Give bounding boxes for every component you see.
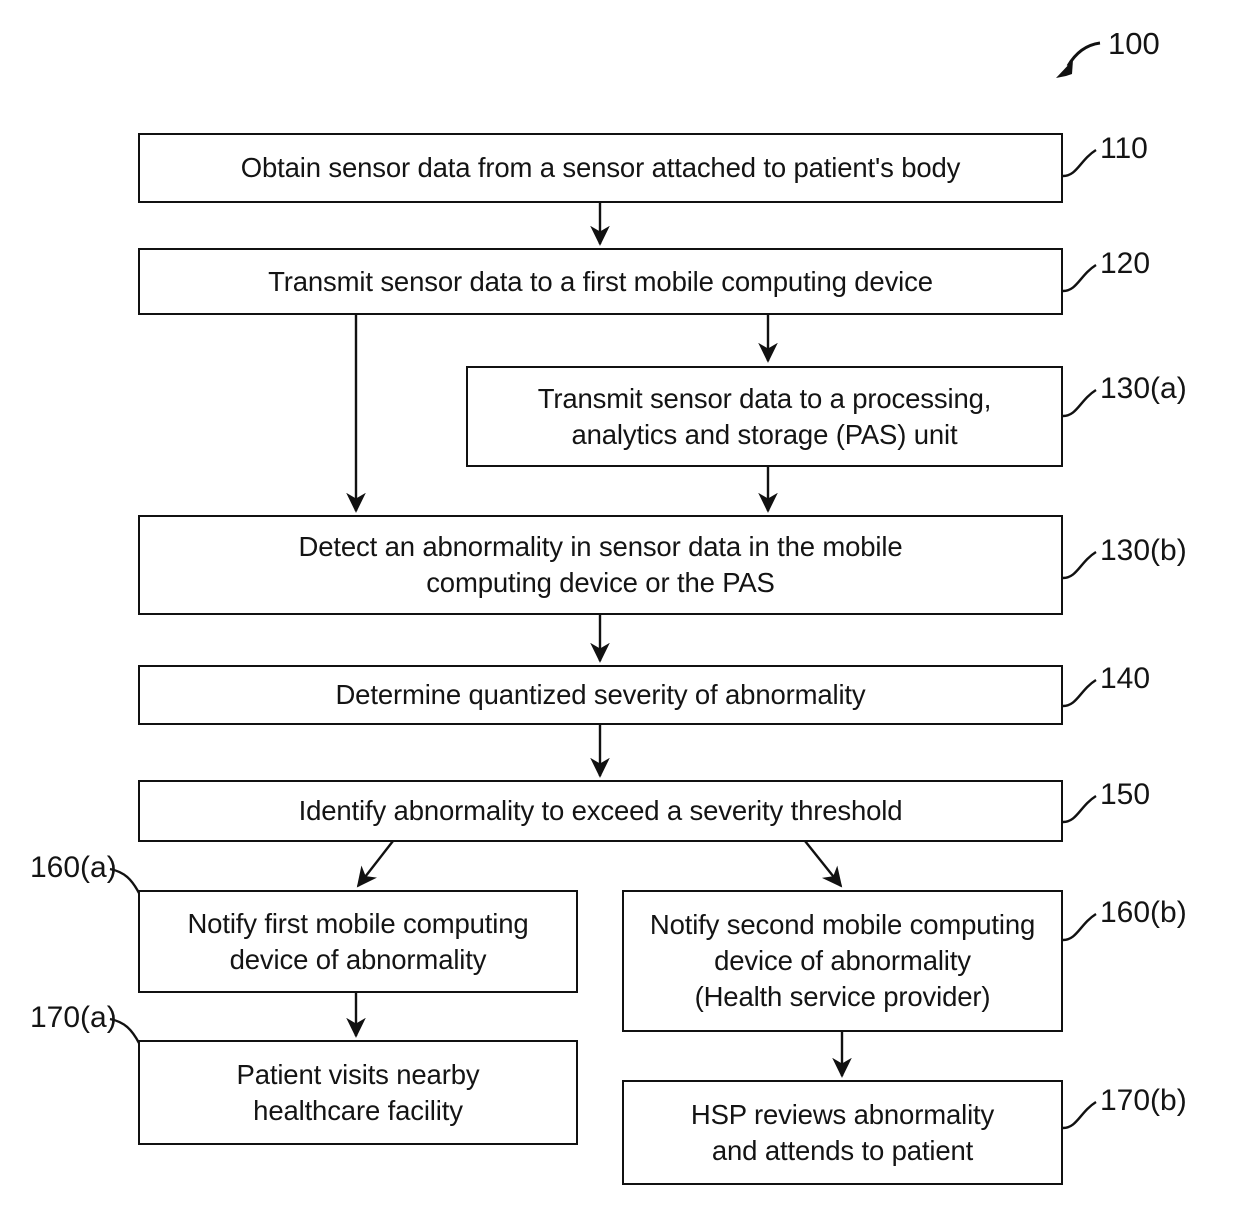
leader-line-130a bbox=[1062, 388, 1097, 418]
leader-line-140 bbox=[1062, 678, 1097, 708]
node-notify-second-device-text: Notify second mobile computing device of… bbox=[649, 909, 1036, 1012]
node-determine-severity-text: Determine quantized severity of abnormal… bbox=[335, 679, 866, 711]
figure-number-arrow-icon bbox=[1056, 41, 1101, 78]
leader-line-130b bbox=[1062, 550, 1097, 580]
node-patient-visits-facility[interactable]: Patient visits nearby healthcare facilit… bbox=[138, 1040, 578, 1145]
ref-label-160a: 160(a) bbox=[30, 851, 117, 884]
node-hsp-reviews-abnormality-text: HSP reviews abnormality and attends to p… bbox=[690, 1098, 995, 1166]
ref-label-160b: 160(b) bbox=[1100, 896, 1187, 929]
node-transmit-to-pas-unit[interactable]: Transmit sensor data to a processing, an… bbox=[466, 366, 1063, 467]
figure-number-label: 100 bbox=[1108, 26, 1160, 61]
leader-line-110 bbox=[1062, 148, 1097, 178]
ref-label-170a: 170(a) bbox=[30, 1001, 117, 1034]
ref-label-130b: 130(b) bbox=[1100, 534, 1187, 567]
node-hsp-reviews-abnormality[interactable]: HSP reviews abnormality and attends to p… bbox=[622, 1080, 1063, 1185]
leader-line-170b bbox=[1062, 1100, 1097, 1130]
edge-150-to-160b bbox=[804, 840, 843, 888]
node-detect-abnormality-text: Detect an abnormality in sensor data in … bbox=[298, 531, 903, 598]
ref-label-150: 150 bbox=[1100, 778, 1151, 811]
node-detect-abnormality[interactable]: Detect an abnormality in sensor data in … bbox=[138, 515, 1063, 615]
node-obtain-sensor-data[interactable]: Obtain sensor data from a sensor attache… bbox=[138, 133, 1063, 203]
node-patient-visits-facility-text: Patient visits nearby healthcare facilit… bbox=[236, 1058, 480, 1126]
leader-line-160b bbox=[1062, 912, 1097, 942]
node-identify-threshold-exceeded-text: Identify abnormality to exceed a severit… bbox=[298, 795, 903, 827]
ref-label-130a: 130(a) bbox=[1100, 372, 1187, 405]
ref-label-110: 110 bbox=[1100, 132, 1148, 165]
node-transmit-to-pas-unit-text: Transmit sensor data to a processing, an… bbox=[537, 382, 992, 450]
ref-label-120: 120 bbox=[1100, 247, 1151, 280]
edge-150-to-160a bbox=[356, 840, 394, 888]
leader-line-120 bbox=[1062, 263, 1097, 293]
node-obtain-sensor-data-text: Obtain sensor data from a sensor attache… bbox=[240, 152, 961, 184]
node-identify-threshold-exceeded[interactable]: Identify abnormality to exceed a severit… bbox=[138, 780, 1063, 842]
ref-label-170b: 170(b) bbox=[1100, 1084, 1187, 1117]
node-transmit-to-mobile-device-text: Transmit sensor data to a first mobile c… bbox=[268, 265, 933, 297]
node-notify-second-device[interactable]: Notify second mobile computing device of… bbox=[622, 890, 1063, 1032]
node-notify-first-device-text: Notify first mobile computing device of … bbox=[187, 907, 529, 975]
node-determine-severity[interactable]: Determine quantized severity of abnormal… bbox=[138, 665, 1063, 725]
node-transmit-to-mobile-device[interactable]: Transmit sensor data to a first mobile c… bbox=[138, 248, 1063, 315]
leader-line-150 bbox=[1062, 794, 1097, 824]
node-notify-first-device[interactable]: Notify first mobile computing device of … bbox=[138, 890, 578, 993]
ref-label-140: 140 bbox=[1100, 662, 1151, 695]
